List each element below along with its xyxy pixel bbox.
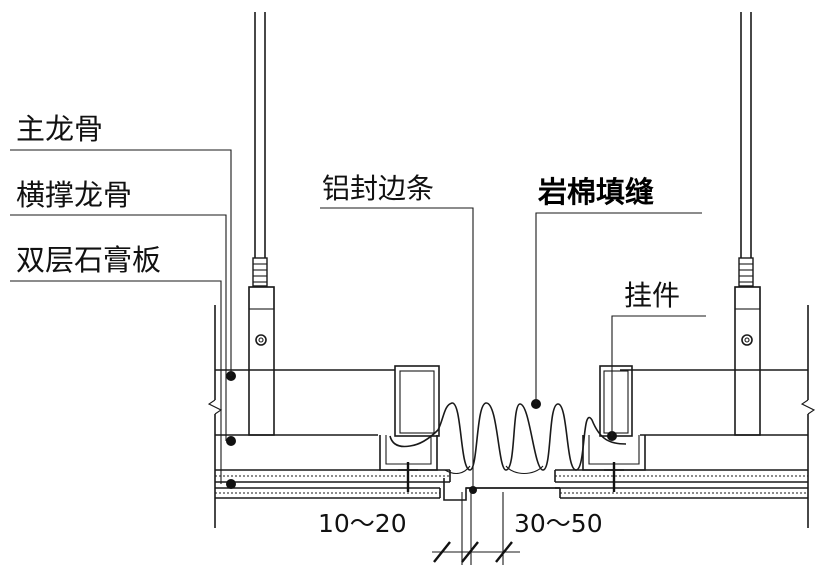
aluminum-edge-strip (443, 478, 560, 501)
right-section-edge (800, 305, 816, 528)
right-hanger-rod (738, 12, 754, 287)
left-hanger-rod (252, 12, 268, 287)
label-main-keel: 主龙骨 (16, 112, 103, 146)
label-gypsum-board: 双层石膏板 (16, 243, 161, 277)
dimension-lines (432, 492, 520, 565)
dimension-right-gap: 30～50 (514, 509, 603, 538)
left-main-keel (215, 369, 395, 436)
label-rock-wool-fill: 岩棉填缝 (537, 175, 654, 209)
double-gypsum-board (215, 462, 808, 499)
left-section-edge (207, 305, 223, 528)
label-hanger: 挂件 (624, 279, 680, 312)
leader-lines (10, 149, 706, 490)
rock-wool-filler (389, 402, 627, 475)
right-main-keel (620, 369, 808, 436)
label-aluminum-edge-strip: 铝封边条 (322, 172, 434, 205)
label-cross-keel: 横撑龙骨 (16, 178, 132, 212)
right-cross-keel (582, 365, 646, 471)
left-hanger-plate (248, 286, 275, 436)
left-cross-keel (379, 365, 440, 471)
right-hanger-plate (734, 286, 761, 436)
dimension-left-gap: 10～20 (318, 509, 407, 538)
